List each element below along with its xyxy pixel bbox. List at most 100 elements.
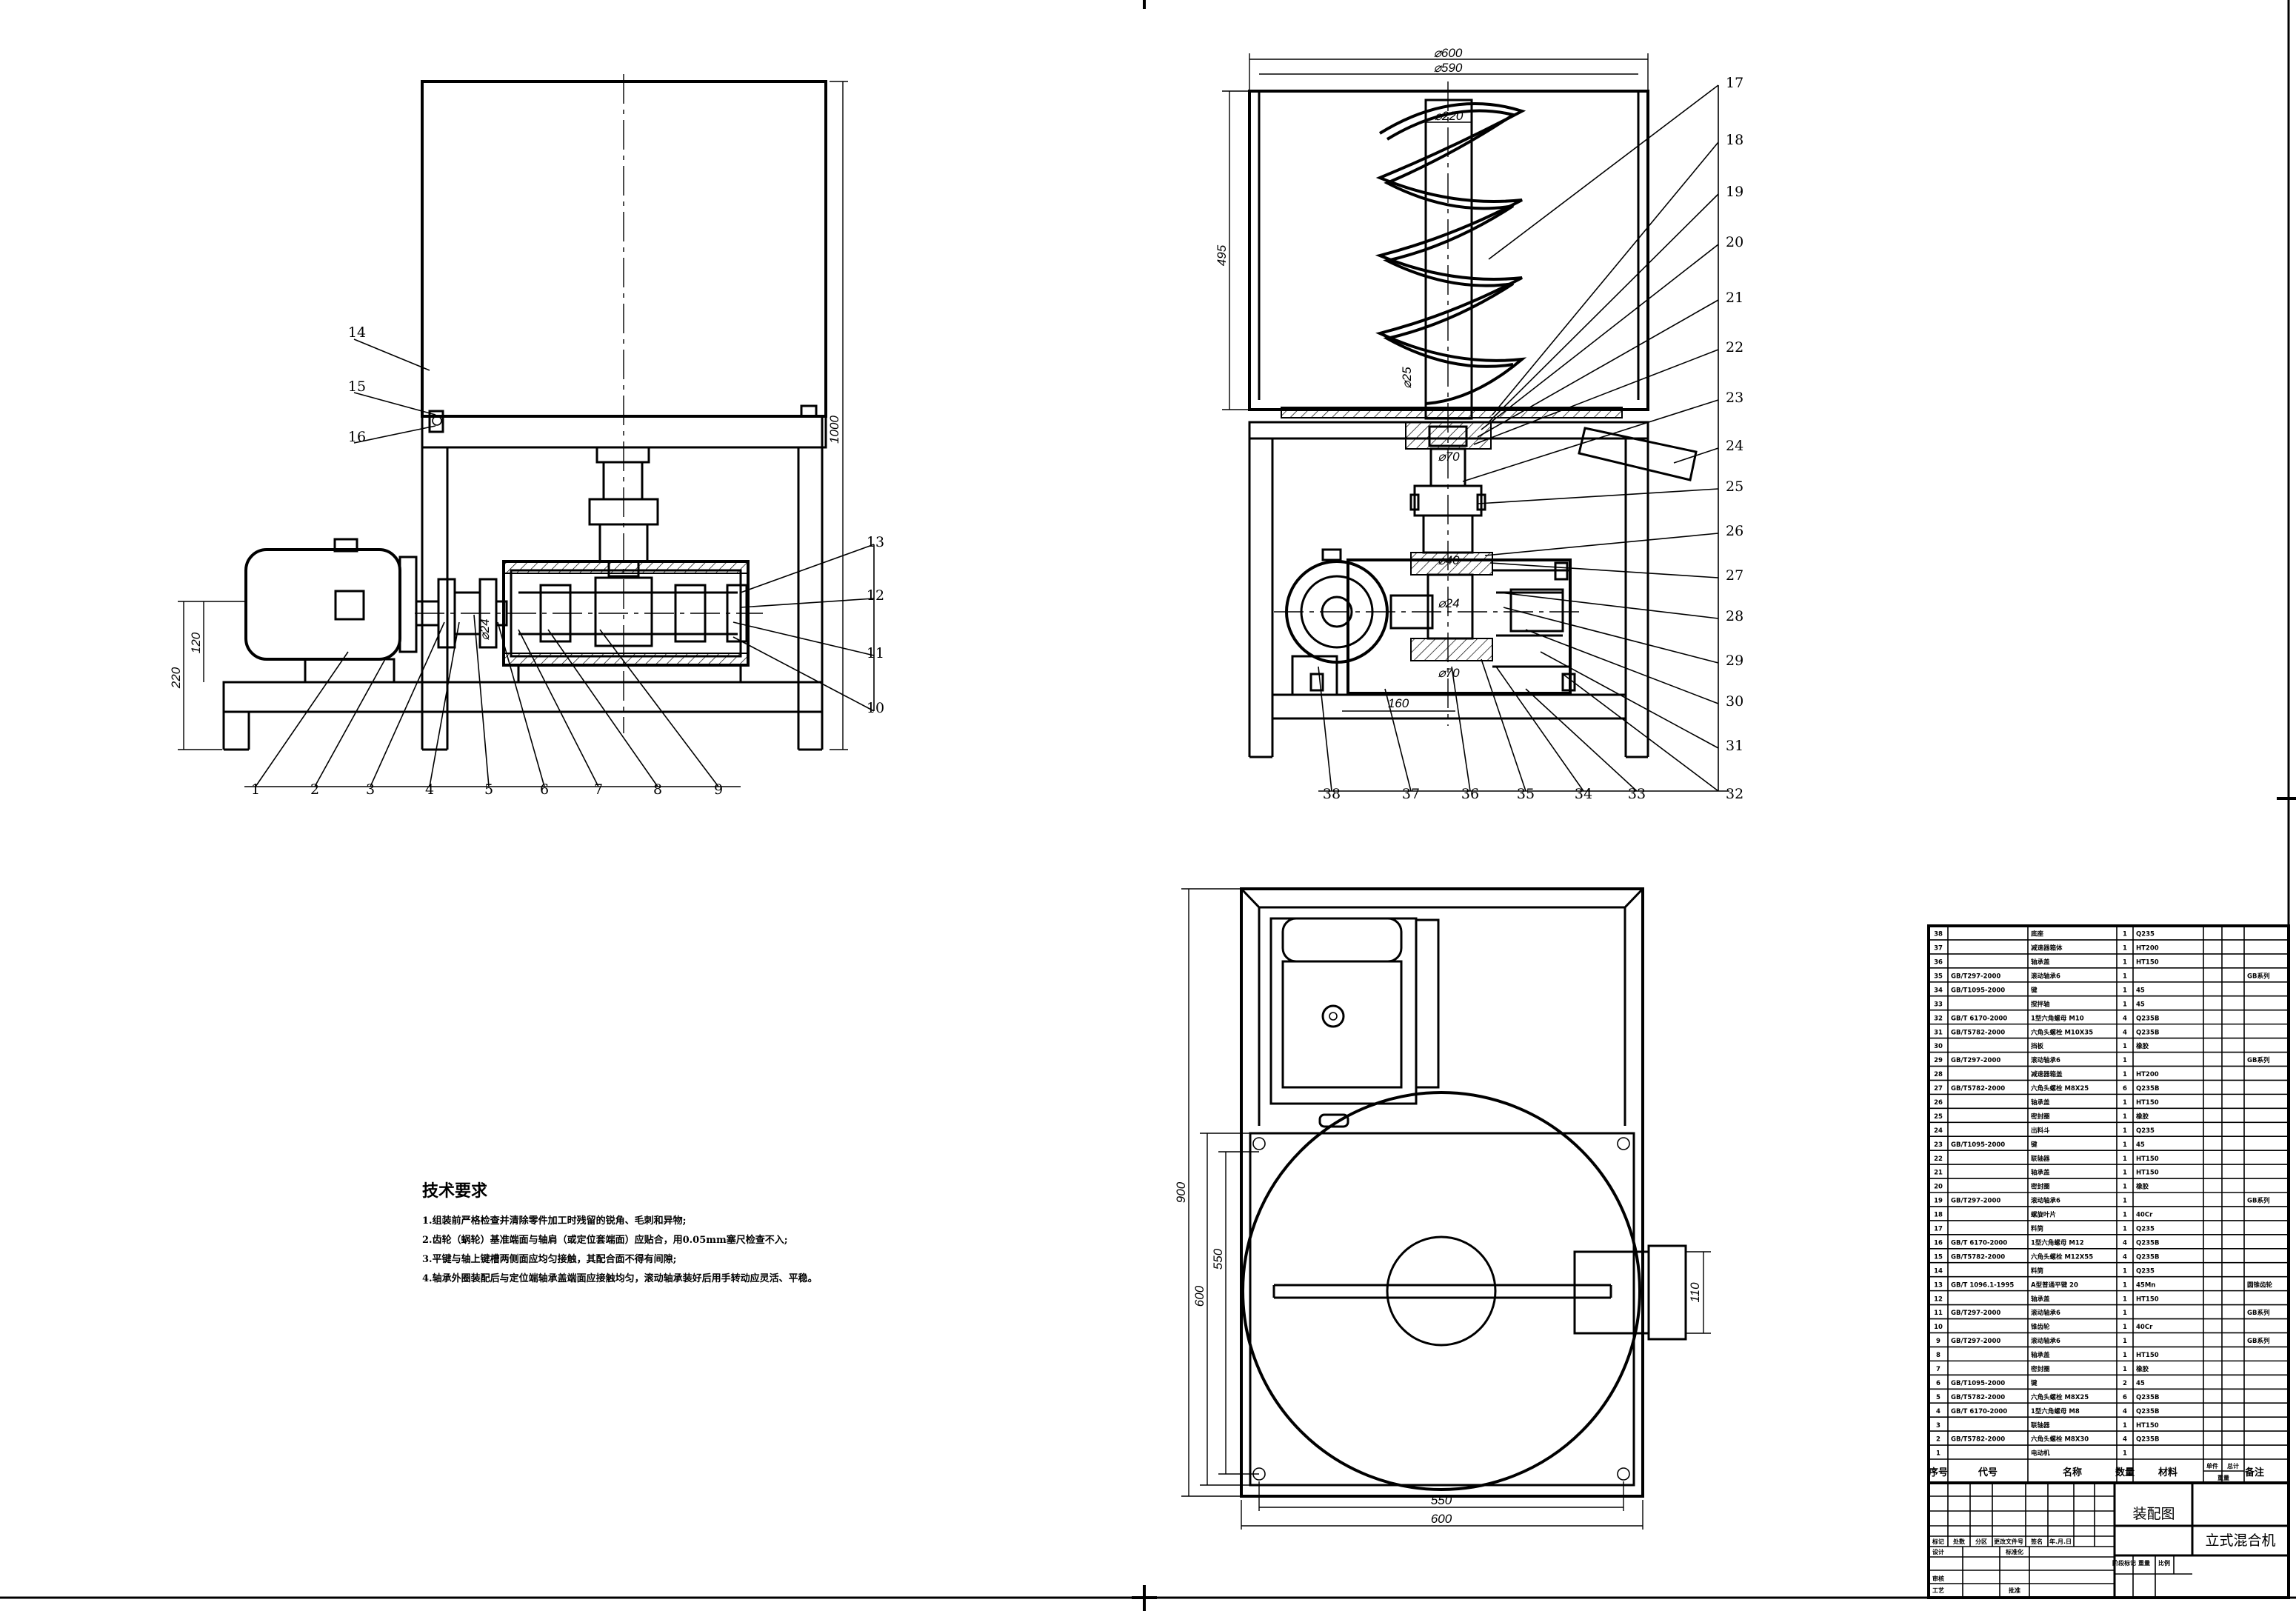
bom-cell: 33 [1934,1001,1943,1008]
bom-cell: HT150 [2136,1170,2159,1177]
bom-cell: GB系列 [2247,1056,2270,1064]
callout-16: 16 [348,429,366,445]
bom-cell: 1 [2123,1184,2127,1191]
bom-cell: 1 [2123,1352,2127,1359]
bom-cell: 4 [2123,1015,2127,1022]
bom-cell: HT150 [2136,959,2159,967]
bom-cell: GB/T5782-2000 [1951,1253,2005,1261]
bom-cell: 六角头螺栓 M8X30 [2031,1435,2089,1444]
callout-6: 6 [540,781,549,798]
bom-cell: GB/T5782-2000 [1951,1436,2005,1444]
bom-cell: GB系列 [2247,1337,2270,1345]
bom-cell: 26 [1934,1099,1943,1107]
bom-cell: 31 [1934,1029,1943,1036]
note-line-1: 1.组装前严格检查并清除零件加工时残留的锐角、毛刺和异物; [422,1215,687,1227]
section-view-dimensions: ⌀600 ⌀590 ⌀220 495 ⌀25 ⌀70 ⌀40 ⌀24 ⌀70 1… [1215,46,1649,712]
bom-cell: 橡胶 [2136,1042,2149,1050]
bom-cell: 20 [1934,1184,1943,1191]
bom-cell: 9 [1936,1338,1940,1345]
callout-9: 9 [714,781,723,798]
bom-cell: 17 [1934,1226,1943,1233]
bom-header-cell: 代号 [1978,1467,1998,1478]
callout-8: 8 [653,781,662,798]
bom-cell: 1 [1936,1450,1940,1458]
title-block-grid: 标记处数分区更改文件号签名年.月.日设计标准化阶段标记重量比例审核工艺批准 [1929,1483,2192,1598]
bom-cell: 1 [2123,1366,2127,1373]
bom-cell: GB/T297-2000 [1951,1310,2000,1317]
bom-header-cell: 数量 [2115,1467,2135,1478]
bom-cell: 22 [1934,1155,1943,1163]
notes-title: 技术要求 [422,1181,488,1201]
callout-19: 19 [1726,184,1743,200]
bom-cell: Q235 [2136,931,2155,938]
dim-bore-d: ⌀70 [1438,666,1460,680]
bom-cell: 挡板 [2031,1042,2044,1050]
section-view [1248,81,1698,758]
bom-cell: 六角头螺栓 M8X25 [2031,1084,2089,1093]
callout-29: 29 [1726,653,1743,669]
callout-7: 7 [594,781,603,798]
bom-cell: 25 [1934,1113,1943,1121]
bom-cell: 6 [2123,1085,2127,1093]
bom-cell: 键 [2030,1379,2038,1387]
bom-cell: 轴承盖 [2031,958,2050,967]
bom-cell: 轴承盖 [2031,1098,2050,1107]
note-line-4: 4.轴承外圈装配后与定位端轴承盖端面应接触均匀，滚动轴承装好后用手转动应灵活、平… [422,1273,818,1284]
callout-17: 17 [1726,75,1743,91]
title-block-label: 签名 [2030,1538,2043,1545]
bom-cell: 底座 [2031,930,2044,938]
bom-cell: 1 [2123,1198,2127,1205]
bom-cell: 1 [2123,1113,2127,1121]
callout-37: 37 [1402,786,1420,802]
bom-header-cell: 材料 [2158,1467,2177,1478]
bom-cell: GB/T 1096.1-1995 [1951,1281,2014,1289]
bom-cell: 45 [2136,1380,2145,1387]
note-line-3: 3.平键与轴上键槽两侧面应均匀接触，其配合面不得有间隙; [422,1254,677,1265]
dim-depth-total: 900 [1174,1181,1188,1203]
bom-cell: 1 [2123,973,2127,980]
callout-24: 24 [1726,438,1743,454]
bom-cell: 45 [2136,987,2145,994]
dim-bore-a: ⌀70 [1438,450,1460,464]
bom-cell: 橡胶 [2136,1365,2149,1373]
bom-cell: GB系列 [2247,972,2270,980]
bom-cell: 13 [1934,1281,1943,1289]
bom-cell: 螺旋叶片 [2031,1211,2056,1219]
callout-11: 11 [867,645,884,661]
bom-cell: 24 [1934,1127,1943,1135]
bom-header-cell: 名称 [2063,1467,2082,1478]
bom-cell: 1 [2123,1001,2127,1008]
bom-cell: 36 [1934,959,1943,967]
bom-cell: GB/T 6170-2000 [1951,1239,2007,1247]
dim-shaft-a: ⌀25 [1400,367,1414,389]
dim-height-total: 1000 [827,416,841,444]
bom-cell: GB/T5782-2000 [1951,1085,2005,1093]
bom-cell: HT200 [2136,945,2159,953]
callout-14: 14 [348,324,366,341]
bom-cell: 45Mn [2136,1281,2155,1289]
callout-10: 10 [867,700,884,716]
title-block-label: 重量 [2138,1559,2150,1567]
bom-cell: 1型六角螺母 M8 [2031,1407,2080,1415]
bom-cell: 1 [2123,1310,2127,1317]
callout-32: 32 [1726,786,1743,802]
bom-cell: 21 [1934,1170,1943,1177]
callout-28: 28 [1726,608,1743,624]
title-block-label: 年.月.日 [2049,1538,2072,1545]
bom-cell: GB/T1095-2000 [1951,987,2005,994]
bom-cell: 4 [2123,1253,2127,1261]
front-view-callouts: 1 2 3 4 5 6 7 8 9 10 11 12 13 14 15 16 [244,324,884,798]
bom-cell: 27 [1934,1085,1943,1093]
bom-cell: 密封圈 [2030,1113,2050,1121]
callout-5: 5 [484,781,493,798]
bom-cell: 2 [1936,1436,1940,1444]
bom-cell: 35 [1934,973,1943,980]
bom-cell: 橡胶 [2136,1113,2149,1121]
bom-cell: 4 [1936,1408,1940,1415]
bom-cell: 1 [2123,1450,2127,1458]
bom-cell: Q235B [2136,1085,2159,1093]
bom-cell: 45 [2136,1001,2145,1008]
bom-cell: GB/T1095-2000 [1951,1380,2005,1387]
bom-cell: 轴承盖 [2031,1295,2050,1303]
note-line-2: 2.齿轮（蜗轮）基准端面与轴肩（或定位套端面）应贴合，用0.05mm塞尺检查不入… [422,1235,788,1246]
